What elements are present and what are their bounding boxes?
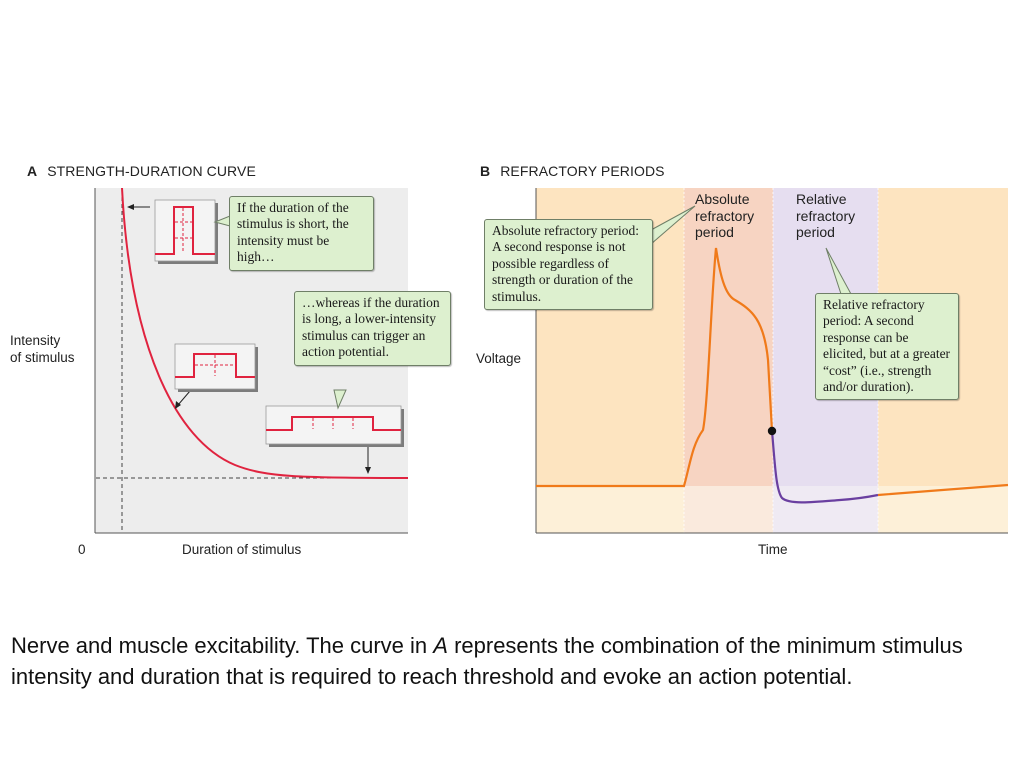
relative-refractory-label: Relative refractory period (796, 191, 855, 241)
caption-part2: represents the combination of the minimu… (11, 633, 963, 689)
callout-long-duration-text: …whereas if the duration is long, a lowe… (302, 295, 440, 360)
absolute-label-line2: refractory (695, 207, 755, 224)
action-potential-purple-trace (770, 430, 879, 504)
relative-label-line1: Relative (796, 191, 847, 207)
strength-duration-curve (121, 187, 409, 479)
panel-b-letter: B (480, 163, 491, 179)
absolute-label-line3: period (695, 224, 734, 240)
arrow-to-curve-top (127, 204, 150, 210)
arrow-to-curve-middle (175, 390, 191, 409)
callout-long-duration: …whereas if the duration is long, a lowe… (294, 291, 451, 366)
relative-refractory-band-lower (773, 486, 878, 533)
callout-absolute-refractory: Absolute refractory period: A second res… (484, 219, 653, 311)
absolute-refractory-label: Absolute refractory period (695, 191, 754, 241)
panel-a-origin-label: 0 (78, 542, 86, 557)
relative-label-line3: period (796, 224, 835, 240)
caption-italic: A (433, 633, 448, 658)
long-low-stimulus-icon (265, 405, 404, 447)
panel-b-y-label: Voltage (476, 351, 522, 366)
panel-a-title: A STRENGTH-DURATION CURVE (27, 163, 256, 179)
absolute-refractory-band-lower (684, 486, 773, 533)
action-potential-recovery-trace (877, 483, 1009, 497)
panel-a-y-label-line2: of stimulus (10, 350, 75, 365)
caption-part1: Nerve and muscle excitability. The curve… (11, 633, 434, 658)
panel-b-title-text: REFRACTORY PERIODS (500, 163, 665, 179)
panel-a-x-label: Duration of stimulus (182, 542, 302, 557)
panel-b-x-label: Time (758, 542, 788, 557)
callout-relative-refractory-text: Relative refractory period: A second res… (823, 297, 951, 395)
action-potential-orange-trace (536, 247, 774, 488)
short-high-stimulus-icon (154, 199, 218, 264)
callout-relative-refractory: Relative refractory period: A second res… (815, 293, 959, 401)
callout-short-duration: If the duration of the stimulus is short… (229, 196, 374, 271)
panel-a-y-label-line1: Intensity (10, 333, 61, 348)
panel-a-y-label: Intensity of stimulus (10, 332, 75, 366)
refractory-transition-dot (767, 426, 777, 436)
panel-b-title: B REFRACTORY PERIODS (480, 163, 665, 179)
panel-a-letter: A (27, 163, 38, 179)
callout-long-pointer (333, 389, 347, 410)
callout-absolute-refractory-text: Absolute refractory period: A second res… (492, 223, 639, 304)
medium-stimulus-icon (174, 343, 258, 392)
callout-short-duration-text: If the duration of the stimulus is short… (237, 200, 349, 265)
figure-caption: Nerve and muscle excitability. The curve… (11, 630, 1011, 692)
absolute-label-line1: Absolute (695, 191, 750, 207)
panel-a-title-text: STRENGTH-DURATION CURVE (47, 163, 256, 179)
arrow-to-curve-plateau (365, 446, 371, 474)
relative-label-line2: refractory (796, 207, 856, 224)
